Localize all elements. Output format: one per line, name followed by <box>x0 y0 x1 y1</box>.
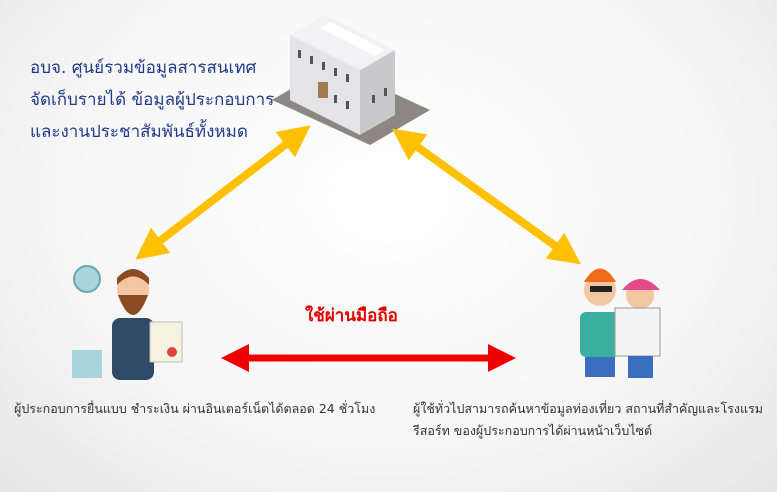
center-info-text: อบจ. ศูนย์รวมข้อมูลสารสนเทศ จัดเก็บรายได… <box>30 52 274 148</box>
tourist-caption: ผู้ใช้ทั่วไปสามารถค้นหาข้อมูลท่องเที่ยว … <box>413 398 763 442</box>
tourist-caption-line: รีสอร์ท ของผู้ประกอบการได้ผ่านหน้าเว็บไซ… <box>413 423 653 438</box>
center-info-line: จัดเก็บรายได้ ข้อมูลผู้ประกอบการ <box>30 90 275 110</box>
arrow-center-tourist <box>392 128 581 265</box>
tourists-icon <box>580 268 661 378</box>
arrow-business-center <box>135 125 311 260</box>
businessman-icon <box>72 265 183 380</box>
center-info-line: อบจ. ศูนย์รวมข้อมูลสารสนเทศ <box>30 58 257 78</box>
tourist-caption-line: ผู้ใช้ทั่วไปสามารถค้นหาข้อมูลท่องเที่ยว … <box>413 401 764 416</box>
building-icon <box>272 15 430 145</box>
business-caption: ผู้ประกอบการยื่นแบบ ชำระเงิน ผ่านอินเตอร… <box>14 401 376 416</box>
center-info-line: และงานประชาสัมพันธ์ทั้งหมด <box>30 122 248 142</box>
mobile-label: ใช้ผ่านมือถือ <box>305 306 398 326</box>
